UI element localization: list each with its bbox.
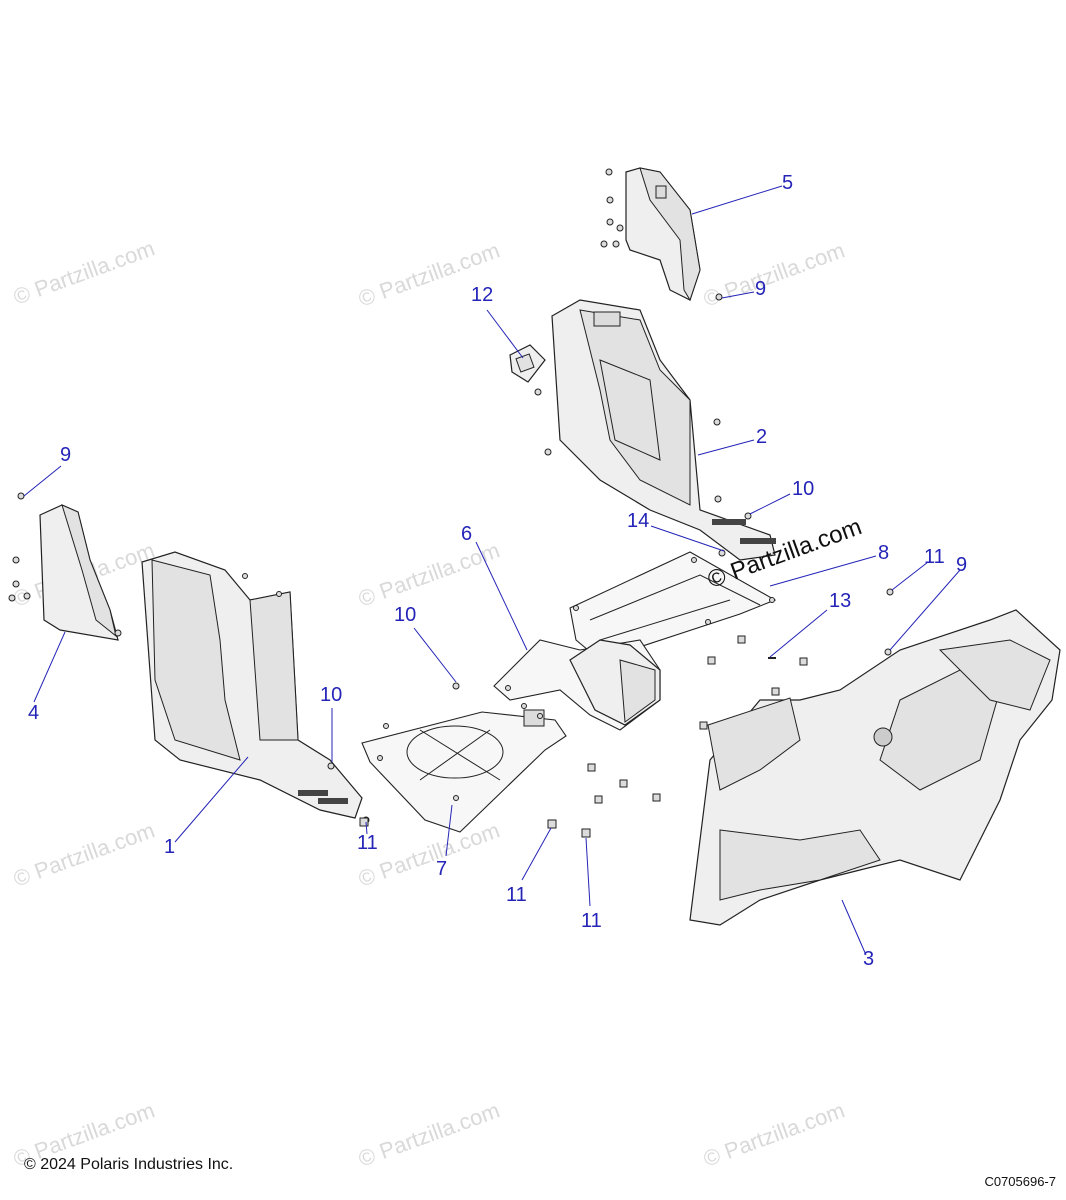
callout-label: 10 [394, 604, 417, 626]
fasteners [359, 635, 808, 838]
diagram-code: C0705696-7 [984, 1174, 1056, 1189]
callout-label: 1 [164, 836, 176, 858]
callout-label: 11 [506, 884, 527, 906]
part-2-panel [544, 299, 776, 561]
part-3-tub [689, 588, 1061, 926]
part-5-panel [600, 167, 723, 302]
callout-label: 8 [878, 542, 890, 564]
part-6-floor [493, 639, 661, 731]
part-1-panel [141, 551, 370, 824]
copyright-text: © 2024 Polaris Industries Inc. [24, 1156, 234, 1173]
callout-label: 4 [28, 702, 40, 724]
callout-label: 12 [471, 284, 494, 306]
callout-label: 10 [320, 684, 343, 706]
callout-label: 11 [581, 910, 602, 932]
part-12-bracket [509, 344, 546, 396]
callout-label: 11 [357, 832, 378, 854]
callout-label: 13 [829, 590, 852, 612]
callout-label: 9 [60, 444, 72, 466]
callout-label: 14 [627, 510, 650, 532]
part-8-plate [569, 551, 777, 661]
callout-label: 7 [436, 858, 448, 880]
callout-label: 6 [461, 523, 473, 545]
callout-label: 9 [755, 278, 767, 300]
callout-label: 5 [782, 172, 794, 194]
part-7-plate [361, 709, 567, 833]
callout-label: 11 [924, 546, 945, 568]
callout-label: 3 [863, 948, 875, 970]
callout-label: 9 [956, 554, 968, 576]
part-4-panel [8, 492, 122, 641]
callout-label: 10 [792, 478, 815, 500]
leader-lines [23, 185, 961, 956]
callout-label: 2 [756, 426, 768, 448]
